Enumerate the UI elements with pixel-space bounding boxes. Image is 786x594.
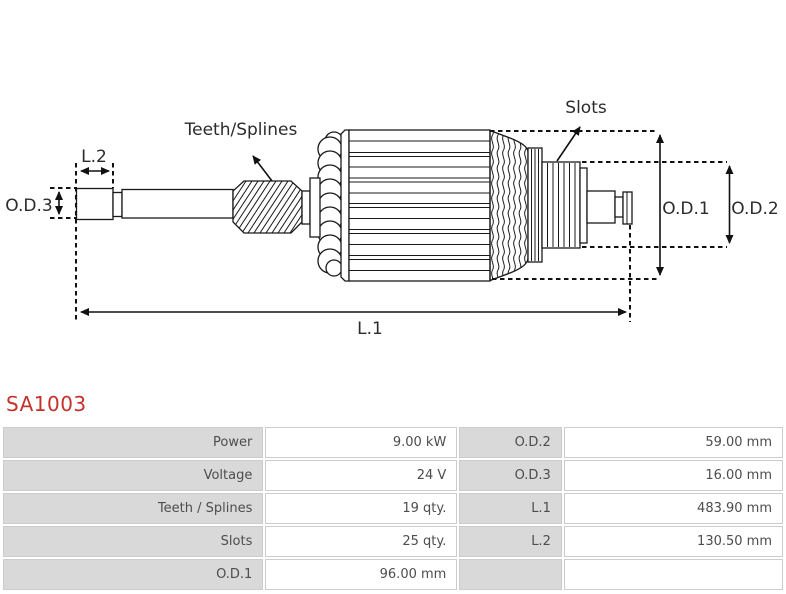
- spec-label-cell: O.D.3: [459, 460, 562, 491]
- leader-slots: [556, 126, 581, 162]
- spec-value-cell: 25 qty.: [265, 526, 458, 557]
- table-row: Voltage 24 V O.D.3 16.00 mm: [3, 460, 783, 491]
- shaft-connector: [301, 190, 311, 225]
- table-row: Teeth / Splines 19 qty. L.1 483.90 mm: [3, 493, 783, 524]
- spec-value-cell: 96.00 mm: [265, 559, 458, 590]
- spec-label-cell: O.D.1: [3, 559, 264, 590]
- label-l1: L.1: [357, 319, 383, 339]
- part-number-heading: SA1003: [6, 392, 87, 416]
- commutator-riser: [527, 147, 543, 263]
- splines-section: [232, 180, 303, 234]
- winding-right: [489, 129, 529, 282]
- spec-label-cell: Power: [3, 427, 264, 458]
- spec-value-cell: 16.00 mm: [563, 460, 783, 491]
- armature-technical-drawing: Teeth/Splines Slots L.2 O.D.3 O.D.1 O.D.…: [5, 98, 778, 339]
- spec-label-cell: Slots: [3, 526, 264, 557]
- lamination-lines: [349, 140, 490, 271]
- thrust-washer-left: [309, 177, 321, 238]
- spec-label-cell: O.D.2: [459, 427, 562, 458]
- table-row: O.D.1 96.00 mm: [3, 559, 783, 590]
- spec-table: Power 9.00 kW O.D.2 59.00 mm Voltage 24 …: [1, 425, 785, 592]
- label-teeth-splines: Teeth/Splines: [184, 120, 298, 140]
- spec-label-cell: L.2: [459, 526, 562, 557]
- label-od3: O.D.3: [5, 196, 52, 216]
- spec-value-cell: 19 qty.: [265, 493, 458, 524]
- spec-value-cell: [563, 559, 783, 590]
- label-od1: O.D.1: [662, 199, 709, 219]
- spec-label-cell: Teeth / Splines: [3, 493, 264, 524]
- label-slots: Slots: [565, 98, 607, 118]
- shaft-left-end: [75, 187, 234, 221]
- spec-value-cell: 130.50 mm: [563, 526, 783, 557]
- dimension-lines: [50, 126, 734, 322]
- commutator: [541, 161, 581, 249]
- label-od2: O.D.2: [731, 199, 778, 219]
- spec-label-cell: [459, 559, 562, 590]
- winding-left: [317, 131, 344, 277]
- table-row: Slots 25 qty. L.2 130.50 mm: [3, 526, 783, 557]
- spec-value-cell: 483.90 mm: [563, 493, 783, 524]
- leader-teeth-splines: [252, 155, 273, 182]
- shaft-right-end: [579, 167, 633, 244]
- spec-value-cell: 24 V: [265, 460, 458, 491]
- spec-value-cell: 59.00 mm: [563, 427, 783, 458]
- armature-diagram: Teeth/Splines Slots L.2 O.D.3 O.D.1 O.D.…: [5, 98, 778, 339]
- spec-label-cell: Voltage: [3, 460, 264, 491]
- armature-core: [340, 129, 491, 282]
- spec-label-cell: L.1: [459, 493, 562, 524]
- table-row: Power 9.00 kW O.D.2 59.00 mm: [3, 427, 783, 458]
- label-l2: L.2: [81, 147, 107, 167]
- spec-value-cell: 9.00 kW: [265, 427, 458, 458]
